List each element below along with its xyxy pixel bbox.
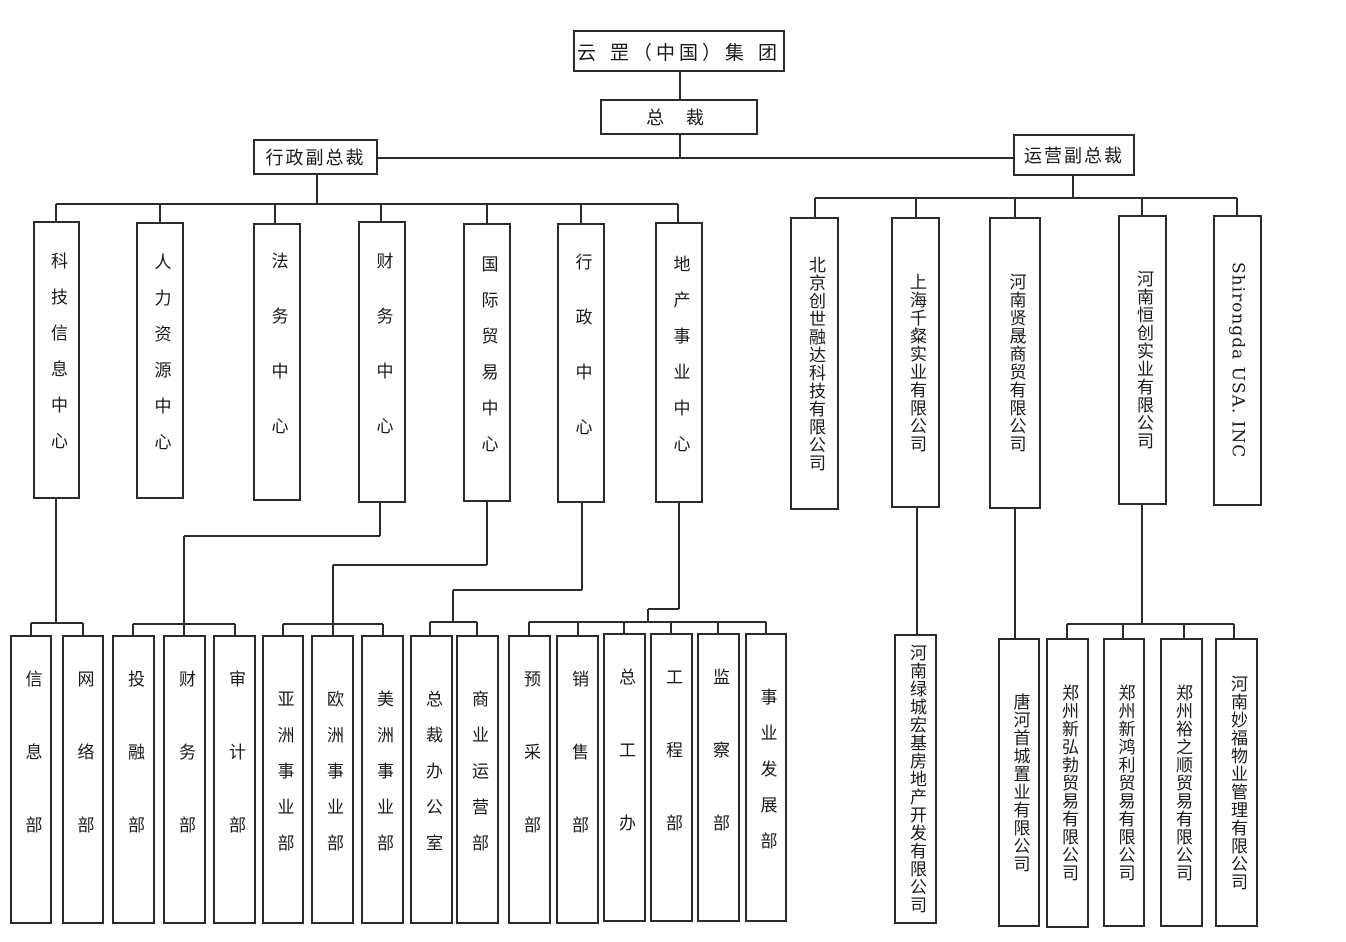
center-label: 国际贸易中心 — [477, 254, 498, 471]
center-real-estate: 地产事业中心 — [655, 222, 703, 503]
president-box: 总 裁 — [600, 99, 758, 135]
vp-admin-label: 行政副总裁 — [265, 148, 366, 169]
group-root-box: 云 罡（中国）集 团 — [573, 30, 785, 72]
dept-asia: 亚洲事业部 — [262, 635, 304, 924]
dept-label: 网络部 — [73, 670, 94, 889]
dept-chief-engineer: 总工办 — [603, 633, 646, 922]
dept-sales: 销售部 — [556, 635, 599, 924]
dept-label: 销售部 — [568, 670, 588, 889]
dept-supervision: 监察部 — [697, 633, 740, 922]
dept-label: 工程部 — [662, 668, 682, 887]
company-henan-hengchuang: 河南恒创实业有限公司 — [1118, 215, 1167, 505]
dept-label: 总裁办公室 — [422, 689, 442, 870]
dept-label: 审计部 — [225, 670, 245, 889]
dept-label: 美洲事业部 — [373, 689, 393, 870]
subsidiary-label: 郑州新弘勃贸易有限公司 — [1058, 684, 1078, 882]
dept-president-office: 总裁办公室 — [410, 635, 453, 924]
subsidiary-label: 河南妙福物业管理有限公司 — [1227, 674, 1247, 891]
dept-label: 商业运营部 — [468, 689, 488, 870]
center-label: 行政中心 — [571, 253, 592, 473]
center-intl-trade: 国际贸易中心 — [463, 223, 511, 502]
subsidiary-yuzhishun: 郑州裕之顺贸易有限公司 — [1160, 638, 1203, 927]
subsidiary-label: 唐河首城置业有限公司 — [1009, 692, 1030, 873]
center-finance: 财务中心 — [358, 221, 406, 503]
dept-info: 信息部 — [10, 635, 52, 924]
dept-label: 亚洲事业部 — [273, 689, 294, 870]
vp-ops-box: 运营副总裁 — [1013, 134, 1135, 176]
dept-label: 总工办 — [615, 668, 635, 887]
subsidiary-xinhongbo: 郑州新弘勃贸易有限公司 — [1046, 638, 1089, 928]
center-legal: 法务中心 — [253, 223, 301, 501]
dept-investment: 投融部 — [112, 635, 155, 924]
subsidiary-label: 河南绿城宏基房地产开发有限公司 — [906, 644, 926, 914]
company-label: 河南恒创实业有限公司 — [1133, 270, 1153, 450]
subsidiary-miaofu-property: 河南妙福物业管理有限公司 — [1215, 638, 1258, 927]
center-admin: 行政中心 — [557, 223, 605, 503]
subsidiary-label: 郑州裕之顺贸易有限公司 — [1172, 683, 1192, 882]
subsidiary-tanghe-shoucheng: 唐河首城置业有限公司 — [998, 638, 1040, 927]
company-henan-xiansheng: 河南贤晟商贸有限公司 — [989, 217, 1041, 509]
subsidiary-label: 郑州新鸿利贸易有限公司 — [1114, 683, 1135, 882]
center-label: 财务中心 — [372, 252, 393, 472]
dept-label: 预采部 — [520, 670, 540, 889]
dept-label: 监察部 — [709, 668, 729, 887]
center-tech-info: 科技信息中心 — [33, 221, 80, 499]
center-label: 地产事业中心 — [669, 254, 690, 471]
dept-engineering: 工程部 — [650, 633, 693, 922]
dept-finance: 财务部 — [163, 635, 206, 924]
company-shanghai-qiancan: 上海千粲实业有限公司 — [891, 217, 940, 508]
vp-ops-label: 运营副总裁 — [1024, 146, 1124, 167]
dept-pre-procurement: 预采部 — [508, 635, 551, 924]
dept-network: 网络部 — [62, 635, 104, 924]
dept-label: 投融部 — [124, 670, 144, 889]
company-label: 上海千粲实业有限公司 — [906, 272, 926, 453]
center-hr: 人力资源中心 — [136, 222, 184, 499]
group-root-label: 云 罡（中国）集 团 — [576, 41, 782, 64]
dept-label: 财务部 — [175, 670, 195, 889]
subsidiary-lvcheng-hongji: 河南绿城宏基房地产开发有限公司 — [894, 634, 937, 924]
company-label: Shirongda USA. INC — [1227, 262, 1248, 459]
center-label: 科技信息中心 — [47, 252, 67, 468]
dept-audit: 审计部 — [213, 635, 256, 924]
dept-business-dev: 事业发展部 — [745, 633, 787, 922]
dept-commercial-ops: 商业运营部 — [456, 635, 499, 924]
vp-admin-box: 行政副总裁 — [253, 139, 378, 175]
subsidiary-xinhongli: 郑州新鸿利贸易有限公司 — [1103, 638, 1145, 927]
dept-label: 欧洲事业部 — [323, 689, 343, 870]
center-label: 法务中心 — [267, 252, 288, 472]
dept-label: 事业发展部 — [756, 687, 777, 868]
company-label: 北京创世融达科技有限公司 — [805, 255, 825, 472]
dept-label: 信息部 — [21, 670, 42, 889]
company-label: 河南贤晟商贸有限公司 — [1005, 273, 1026, 453]
center-label: 人力资源中心 — [150, 252, 171, 469]
dept-europe: 欧洲事业部 — [311, 635, 354, 924]
company-shirongda-usa: Shirongda USA. INC — [1213, 215, 1262, 506]
president-label: 总 裁 — [646, 108, 712, 129]
company-beijing-chuangshi: 北京创世融达科技有限公司 — [790, 217, 839, 510]
dept-america: 美洲事业部 — [361, 635, 404, 924]
